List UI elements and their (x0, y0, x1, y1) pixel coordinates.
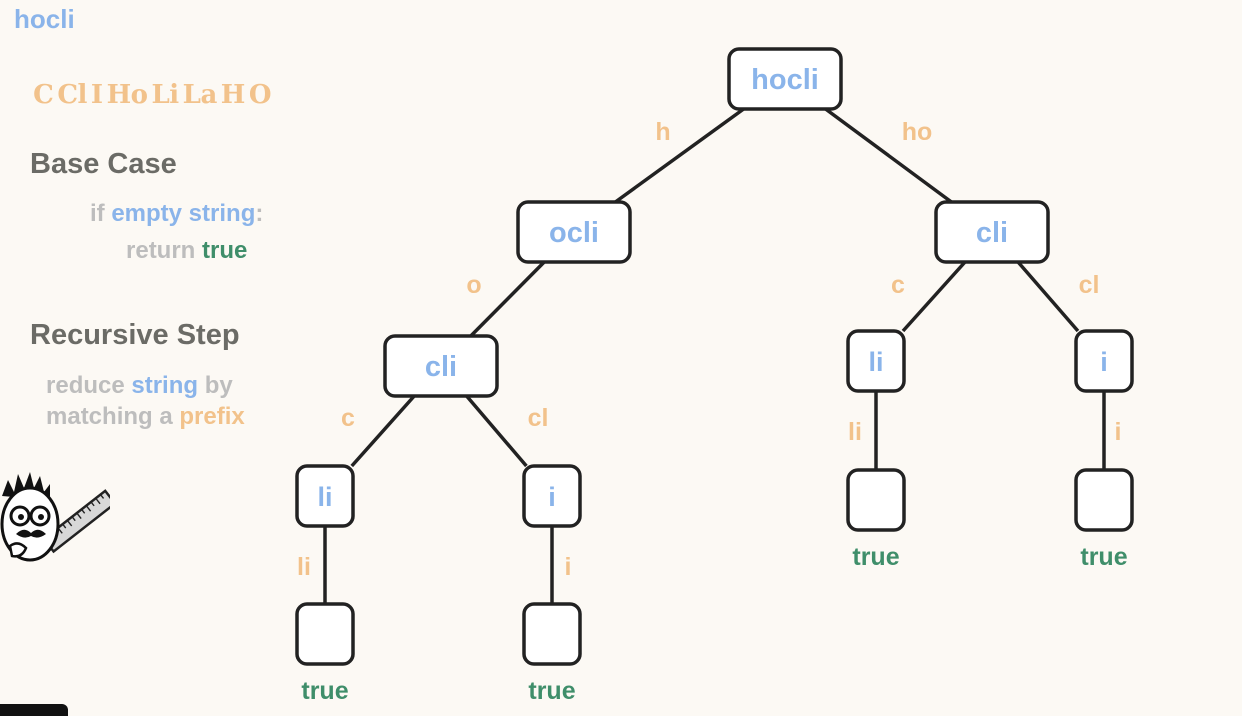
node-box (1074, 468, 1134, 532)
tree-node: i (1074, 329, 1134, 393)
target-word: hocli (14, 4, 75, 34)
tree-node: true (295, 602, 355, 705)
edge-prefix-label: c (891, 271, 905, 299)
edge-prefix-label: c (341, 404, 355, 432)
element-symbol: H (220, 80, 246, 110)
node-box (1074, 329, 1134, 393)
node-box (383, 334, 499, 398)
tree-node: true (522, 602, 582, 705)
element-symbol: C (33, 80, 54, 110)
base-case-heading: Base Case (30, 148, 177, 180)
element-symbol: O (248, 80, 272, 110)
base-case-line-1: if empty string: (90, 200, 263, 228)
recursive-step-line-2-highlight: prefix (179, 403, 245, 430)
edge-prefix-label: li (848, 418, 862, 446)
element-symbol: Ho (106, 80, 148, 110)
professor-mascot-icon (0, 472, 110, 562)
node-label: li (868, 347, 883, 377)
element-symbol: Cl (57, 80, 87, 110)
tree-node: i (522, 464, 582, 528)
corner-tab (0, 704, 68, 716)
base-case-line-2-highlight: true (202, 237, 248, 264)
recursive-step-line-1-post: by (198, 372, 233, 399)
tree-edge (614, 107, 745, 204)
base-case-line-1-highlight: empty string (111, 200, 256, 227)
tree-node: true (1074, 468, 1134, 571)
node-label: hocli (751, 64, 819, 96)
node-box (516, 200, 632, 264)
edge-prefix-label: o (466, 271, 481, 299)
recursive-step-line-1-pre: reduce (46, 372, 132, 399)
tree-node: hocli (727, 47, 843, 111)
base-case-line-2: return true (126, 237, 247, 265)
tree-node: true (846, 468, 906, 571)
base-case-line-1-pre: if (90, 200, 112, 227)
recursive-step-heading: Recursive Step (30, 319, 240, 351)
node-label: cli (976, 217, 1008, 249)
node-box (295, 602, 355, 666)
base-case-line-1-post: : (255, 200, 264, 227)
tree-node: li (295, 464, 355, 528)
node-box (727, 47, 843, 111)
edge-prefix-label: cl (528, 404, 549, 432)
node-box (846, 468, 906, 532)
node-box (846, 329, 906, 393)
node-label: i (548, 482, 556, 512)
tree-edge (901, 260, 967, 333)
node-label: cli (425, 351, 457, 383)
element-symbol: Li (151, 80, 179, 110)
base-case-line-2-pre: return (126, 237, 203, 264)
node-label: ocli (549, 217, 599, 249)
edge-prefix-label: i (565, 553, 572, 581)
node-box (295, 464, 355, 528)
node-box (522, 602, 582, 666)
leaf-result-label: true (1080, 543, 1127, 571)
node-label: i (1100, 347, 1108, 377)
tree-edge (824, 107, 953, 204)
element-symbol: I (90, 80, 103, 110)
edge-prefix-label: ho (902, 118, 933, 146)
recursive-step-line-1-highlight: string (131, 372, 199, 399)
edge-prefix-label: i (1115, 418, 1122, 446)
recursive-step-line-2: matching a prefix (46, 403, 245, 431)
element-symbol: La (182, 80, 218, 110)
tree-node: ocli (516, 200, 632, 264)
edge-prefix-label: cl (1079, 271, 1100, 299)
edge-prefix-label: h (655, 118, 670, 146)
recursive-step-line-1: reduce string by (46, 372, 233, 400)
node-label: li (317, 482, 332, 512)
tree-edge (350, 394, 416, 468)
tree-node: cli (934, 200, 1050, 264)
leaf-result-label: true (528, 677, 575, 705)
node-box (522, 464, 582, 528)
tree-node: cli (383, 334, 499, 398)
edge-prefix-label: li (297, 553, 311, 581)
tree-edge (469, 260, 546, 338)
leaf-result-label: true (301, 677, 348, 705)
recursive-step-line-2-pre: matching a (46, 403, 180, 430)
node-box (934, 200, 1050, 264)
tree-node: li (846, 329, 906, 393)
tree-edge (1016, 260, 1080, 333)
tree-edge (465, 394, 528, 468)
leaf-result-label: true (852, 543, 899, 571)
tree-edges: h ho o c cl c cl li i li i (297, 107, 1122, 604)
